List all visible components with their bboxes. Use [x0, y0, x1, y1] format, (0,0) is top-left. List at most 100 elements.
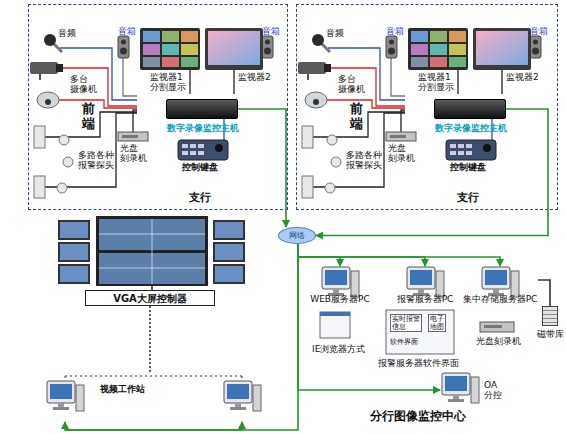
device-label: 实时报警 信息 [390, 314, 422, 332]
node-text: VGA大屏控制器 [86, 293, 214, 305]
connector [65, 244, 298, 430]
node-text: 视频工作站 [100, 384, 145, 394]
device-label: 控制键盘 [182, 162, 218, 172]
node-text: WEB服务器PC [306, 294, 374, 304]
workstation-bus-part [65, 376, 242, 380]
video-wall-part [58, 264, 90, 284]
software-window-part [386, 310, 454, 354]
connector-line [238, 109, 286, 227]
device-label: 音频 [58, 28, 76, 38]
vga-controller: VGA大屏控制器 [85, 290, 215, 306]
device-label: 前 端 [82, 102, 95, 132]
device-label: 音频 [326, 28, 344, 38]
device-label: 监视器1 分割显示 [150, 72, 186, 93]
device-label: 音箱 [530, 26, 548, 36]
device-label: 多台 摄像机 [338, 74, 365, 95]
disc-recorder-icon [480, 322, 514, 332]
disc-recorder-icon-part [480, 322, 514, 332]
video-wall-part [213, 220, 245, 240]
video-wall-part [58, 242, 90, 262]
server-pc: 报警服务器PC [393, 266, 457, 304]
video-wall-part [96, 216, 208, 286]
device-label: 音箱 [386, 26, 404, 36]
network-cloud: 网络 [278, 227, 316, 244]
browser-window-icon-part [320, 312, 350, 316]
device-label: 音箱 [262, 26, 280, 36]
tape-library: 磁带库 [542, 306, 558, 326]
device-label: IE浏览器方式 [312, 344, 365, 354]
connector-line [65, 244, 298, 430]
device-label: 电子 地图 [428, 314, 446, 332]
node-text: 支行 [457, 192, 479, 205]
device-label: 软件界面 [390, 338, 418, 346]
node-text: 报警服务器PC [393, 294, 457, 304]
connector [298, 244, 340, 266]
node-text: 磁带库 [537, 329, 564, 339]
connector [298, 244, 440, 390]
connector [150, 306, 151, 372]
connector [298, 244, 500, 266]
device-label: 监视器2 [238, 72, 271, 82]
disc-recorder-icon-part [484, 325, 502, 328]
device-label: 多路各种 报警探头 [78, 150, 114, 171]
device-label: 监视器2 [506, 72, 539, 82]
pc-icon [47, 381, 84, 411]
connector-line [298, 244, 500, 266]
connector-line [298, 244, 340, 266]
server-pc: WEB服务器PC [306, 266, 374, 304]
device-label: 前 端 [350, 102, 363, 132]
connector-line [298, 244, 425, 266]
pc-icon [407, 267, 444, 297]
video-wall-part [213, 264, 245, 284]
branch-devices [298, 28, 541, 198]
dvr-box: 数字录像监控主机 [166, 99, 238, 119]
connector-line [298, 244, 440, 390]
pc-icon [224, 381, 261, 411]
branch-devices [30, 28, 273, 198]
pc-icon [482, 267, 519, 297]
oa-terminal: OA 分控 [440, 372, 502, 408]
device-label: 光盘 刻录机 [120, 143, 147, 164]
connector [316, 109, 548, 236]
video-wall-part [60, 266, 88, 282]
device-label: 多台 摄像机 [70, 74, 97, 95]
video-wall-part [58, 220, 90, 240]
video-wall-part [213, 242, 245, 262]
pc-icon [442, 373, 479, 403]
pc-icon [322, 267, 359, 297]
device-label: 报警服务器软件界面 [378, 358, 459, 368]
node-text: 数字录像监控主机 [167, 123, 239, 133]
device-label: 多路各种 报警探头 [346, 150, 382, 171]
device-label: 光盘 刻录机 [388, 143, 415, 164]
node-text: 数字录像监控主机 [435, 123, 507, 133]
node-text: 网络 [279, 231, 315, 240]
connector [538, 280, 550, 306]
server-pc: 集中存储服务器PC [462, 266, 538, 304]
video-wall-part [215, 244, 243, 260]
video-wall-part [99, 219, 205, 284]
connector-line [65, 422, 242, 430]
node-text: 支行 [189, 192, 211, 205]
connector-line [316, 109, 548, 236]
workstation-group: 视频工作站 [40, 372, 290, 422]
video-wall-part [60, 222, 88, 238]
video-wall [58, 216, 245, 290]
device-label: 监视器1 分割显示 [418, 72, 454, 93]
center-title: 分行图像监控中心 [370, 410, 466, 424]
device-label: 控制键盘 [450, 162, 486, 172]
dvr-box: 数字录像监控主机 [434, 99, 506, 119]
video-wall-part [215, 222, 243, 238]
connector-line [149, 306, 151, 372]
device-label: 光盘刻录机 [476, 336, 521, 346]
video-wall-part [60, 244, 88, 260]
connector [238, 109, 286, 227]
connector-line [538, 280, 550, 306]
node-text: OA 分控 [484, 380, 502, 401]
browser-window-icon [320, 312, 350, 338]
video-wall-part [215, 266, 243, 282]
connector [298, 244, 425, 266]
device-label: 音箱 [118, 26, 136, 36]
browser-window-icon-part [320, 312, 350, 338]
